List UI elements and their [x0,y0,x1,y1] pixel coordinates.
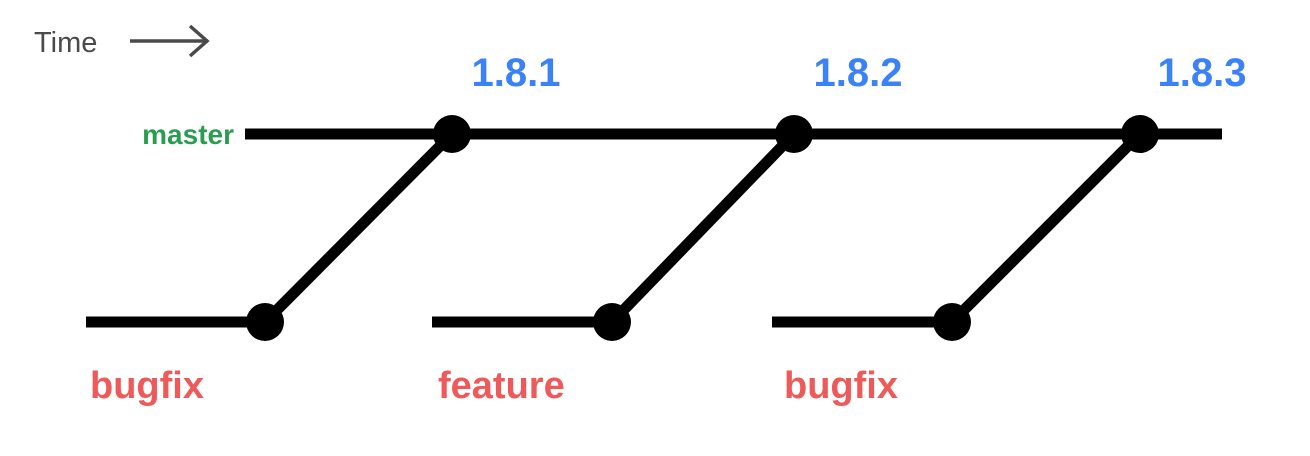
commit-node-feature[interactable] [593,303,631,341]
branch-label-bugfix-2: bugfix [784,365,898,407]
tag-label-3: 1.8.3 [1158,51,1247,95]
merge-line-bugfix-1 [261,130,456,326]
time-axis-label: Time [34,27,97,59]
commit-node-bugfix-2[interactable] [933,303,971,341]
merge-lines [261,130,1144,326]
right-arrow-icon [188,24,210,58]
release-tags: 1.8.1 1.8.2 1.8.3 [472,51,1247,95]
time-axis: Time [34,24,210,59]
branch-label-bugfix-1: bugfix [90,365,204,407]
commit-node-master-3[interactable] [1121,115,1159,153]
master-commit-nodes [433,115,1159,153]
commit-node-master-1[interactable] [433,115,471,153]
master-branch-label: master [142,119,234,150]
merge-line-bugfix-2 [948,130,1144,326]
side-branch-nodes [246,303,971,341]
master-branch: master [142,119,1222,150]
side-branch-labels: bugfix feature bugfix [90,365,898,407]
commit-node-master-2[interactable] [775,115,813,153]
branch-label-feature: feature [438,365,565,407]
tag-label-2: 1.8.2 [814,51,903,95]
merge-line-feature [608,130,798,326]
commit-node-bugfix-1[interactable] [246,303,284,341]
tag-label-1: 1.8.1 [472,51,561,95]
